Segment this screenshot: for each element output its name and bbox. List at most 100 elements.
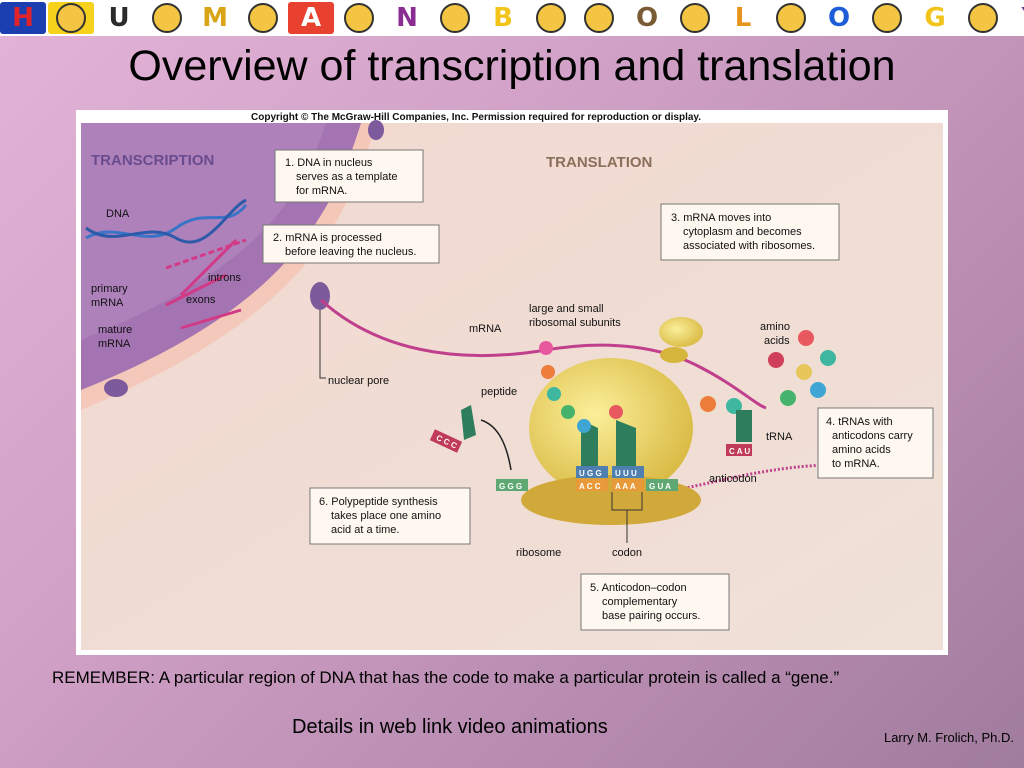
step-2-box: 2. mRNA is processed before leaving the … [262, 224, 440, 264]
step-6-box: 6. Polypeptide synthesis takes place one… [309, 487, 471, 545]
svg-text:anticodons carry: anticodons carry [832, 430, 913, 442]
svg-text:for mRNA.: for mRNA. [296, 185, 347, 197]
details-link-text: Details in web link video animations [292, 716, 608, 738]
label-subunits-2: ribosomal subunits [529, 317, 621, 329]
svg-text:complementary: complementary [602, 596, 678, 608]
remember-note: REMEMBER: A particular region of DNA tha… [52, 668, 840, 687]
transcription-translation-figure: Copyright © The McGraw-Hill Companies, I… [76, 110, 948, 655]
codon-gua: G U A [649, 482, 671, 491]
translation-heading: TRANSLATION [546, 154, 652, 171]
incoming-trna [736, 410, 752, 442]
banner-cartoon-icon [528, 2, 574, 34]
anticodon-uuu: U U U [615, 469, 637, 478]
label-primary: primary [91, 283, 128, 295]
banner-cartoon-icon [336, 2, 382, 34]
label-nuclear-pore: nuclear pore [328, 375, 389, 387]
banner-letter-tile: O [816, 2, 862, 34]
diagram-canvas: Copyright © The McGraw-Hill Companies, I… [81, 112, 943, 650]
label-trna: tRNA [766, 431, 793, 443]
banner-cartoon-icon [864, 2, 910, 34]
svg-text:before leaving the nucleus.: before leaving the nucleus. [285, 246, 416, 258]
svg-text:amino acids: amino acids [832, 444, 891, 456]
svg-text:associated with ribosomes.: associated with ribosomes. [683, 240, 815, 252]
slide-title: Overview of transcription and translatio… [128, 42, 896, 90]
banner-letter-tile: A [288, 2, 334, 34]
dna-strand-b [85, 198, 247, 244]
mrna-strand [319, 298, 767, 410]
amino-acid [780, 390, 796, 406]
banner-letter-tile: G [912, 2, 958, 34]
svg-text:6. Polypeptide synthesis: 6. Polypeptide synthesis [319, 496, 438, 508]
step-1-box: 1. DNA in nucleus serves as a template f… [274, 149, 424, 203]
banner-cartoon-icon [768, 2, 814, 34]
label-peptide: peptide [481, 386, 517, 398]
ribosome-large-subunit [529, 358, 693, 498]
label-amino: amino [760, 321, 790, 333]
anticodon-ugg: U G G [579, 469, 602, 478]
banner-cartoon-icon [48, 2, 94, 34]
amino-acid [820, 350, 836, 366]
banner-cartoon-icon [672, 2, 718, 34]
banner-cartoon-icon [144, 2, 190, 34]
anticodon-cau: C A U [729, 447, 750, 456]
label-primary-mrna: mRNA [91, 297, 124, 309]
author-credit: Larry M. Frolich, Ph.D. [883, 730, 1014, 745]
svg-text:serves as a template: serves as a template [296, 171, 398, 183]
amino-acid [796, 364, 812, 380]
svg-text:acid at a time.: acid at a time. [331, 524, 399, 536]
departing-trna [461, 405, 476, 440]
banner-letter-tile: B [480, 2, 526, 34]
ribosomal-subunit-small [660, 347, 688, 363]
label-dna: DNA [106, 208, 130, 220]
codon-acc: A C C [579, 482, 601, 491]
ribosomal-subunit-large [659, 317, 703, 347]
svg-text:1. DNA in nucleus: 1. DNA in nucleus [285, 157, 373, 169]
label-mrna: mRNA [469, 323, 502, 335]
amino-acid [700, 396, 716, 412]
banner-letter-tile: O [624, 2, 670, 34]
label-exons: exons [186, 294, 216, 306]
label-subunits-1: large and small [529, 303, 604, 315]
banner-cartoon-icon [576, 2, 622, 34]
step-4-box: 4. tRNAs with anticodons carry amino aci… [817, 407, 934, 479]
header-banner: HUMANBOLOGY [0, 0, 1024, 36]
banner-cartoon-icon [960, 2, 1006, 34]
label-ribosome: ribosome [516, 547, 561, 559]
banner-letter-tile: Y [1008, 2, 1024, 34]
svg-text:cytoplasm and becomes: cytoplasm and becomes [683, 226, 802, 238]
label-anticodon: anticodon [709, 473, 757, 485]
amino-acid [768, 352, 784, 368]
banner-cartoon-icon [432, 2, 478, 34]
primary-mrna [165, 238, 247, 270]
transcription-heading: TRANSCRIPTION [91, 152, 214, 169]
amino-acid [810, 382, 826, 398]
step-5-box: 5. Anticodon–codon complementary base pa… [580, 573, 730, 631]
banner-cartoon-icon [240, 2, 286, 34]
peptide-residue [539, 341, 553, 355]
svg-text:5. Anticodon–codon: 5. Anticodon–codon [590, 582, 687, 594]
codon-ggg: G G G [499, 482, 522, 491]
amino-acid [798, 330, 814, 346]
step-3-box: 3. mRNA moves into cytoplasm and becomes… [660, 203, 840, 261]
banner-letter-tile: H [0, 2, 46, 34]
banner-letter-tile: U [96, 2, 142, 34]
svg-text:takes place one amino: takes place one amino [331, 510, 441, 522]
label-acids: acids [764, 335, 790, 347]
svg-text:3. mRNA moves into: 3. mRNA moves into [671, 212, 771, 224]
exit-arrow [480, 419, 512, 471]
label-mature-mrna: mRNA [98, 338, 131, 350]
mature-mrna [180, 308, 242, 330]
banner-letter-tile: L [720, 2, 766, 34]
svg-text:base pairing occurs.: base pairing occurs. [602, 610, 700, 622]
banner-letter-tile: M [192, 2, 238, 34]
label-codon: codon [612, 547, 642, 559]
codon-aaa: A A A [615, 482, 636, 491]
svg-text:4. tRNAs with: 4. tRNAs with [826, 416, 893, 428]
svg-text:2. mRNA is processed: 2. mRNA is processed [273, 232, 382, 244]
banner-letter-tile: N [384, 2, 430, 34]
label-mature: mature [98, 324, 132, 336]
svg-text:to mRNA.: to mRNA. [832, 458, 880, 470]
trna-in-ribosome [581, 420, 598, 472]
copyright: Copyright © The McGraw-Hill Companies, I… [251, 112, 701, 123]
label-introns: introns [208, 272, 242, 284]
